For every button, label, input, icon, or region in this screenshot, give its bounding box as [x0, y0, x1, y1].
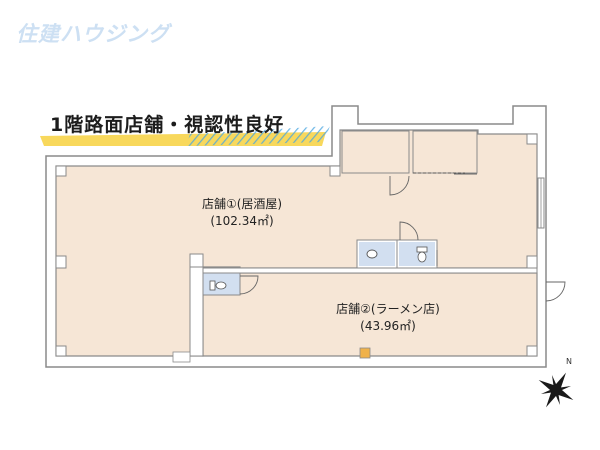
- entry-step: [172, 351, 191, 363]
- headline-highlight: [40, 126, 330, 146]
- door-swing-icon: [239, 173, 566, 302]
- highlight-hatch: [186, 126, 330, 146]
- partition-wall-left: [189, 266, 204, 357]
- column: [526, 133, 538, 145]
- unit-1-label: 店舗①(居酒屋) (102.34㎡): [192, 196, 292, 230]
- sink-icon: [366, 249, 378, 259]
- fixture-area: [399, 242, 435, 266]
- unit-1-name: 店舗①(居酒屋): [201, 197, 283, 211]
- toilet-icon: [416, 246, 428, 263]
- unit-1-area: (102.34㎡): [210, 214, 274, 228]
- unit-2-area: (43.96㎡): [360, 319, 416, 333]
- unit-2-label: 店舗②(ラーメン店) (43.96㎡): [333, 301, 443, 335]
- headline-text: 1階路面店舗・視認性良好: [50, 114, 285, 136]
- company-logo: 住建ハウジング: [16, 22, 170, 46]
- headline-banner: 1階路面店舗・視認性良好: [40, 108, 340, 148]
- unit-2-name: 店舗②(ラーメン店): [336, 302, 440, 316]
- column: [55, 165, 67, 177]
- stair-marker: [359, 347, 371, 359]
- toilet-icon: [209, 280, 227, 291]
- compass-icon: [538, 372, 574, 408]
- compass-label: N: [566, 357, 572, 366]
- column: [329, 165, 341, 177]
- column: [189, 253, 204, 268]
- column: [55, 255, 67, 269]
- back-room-left: [341, 130, 410, 174]
- back-room-right: [412, 130, 478, 174]
- column: [55, 345, 67, 357]
- partition-wall: [202, 267, 538, 274]
- column: [526, 255, 538, 269]
- column: [526, 345, 538, 357]
